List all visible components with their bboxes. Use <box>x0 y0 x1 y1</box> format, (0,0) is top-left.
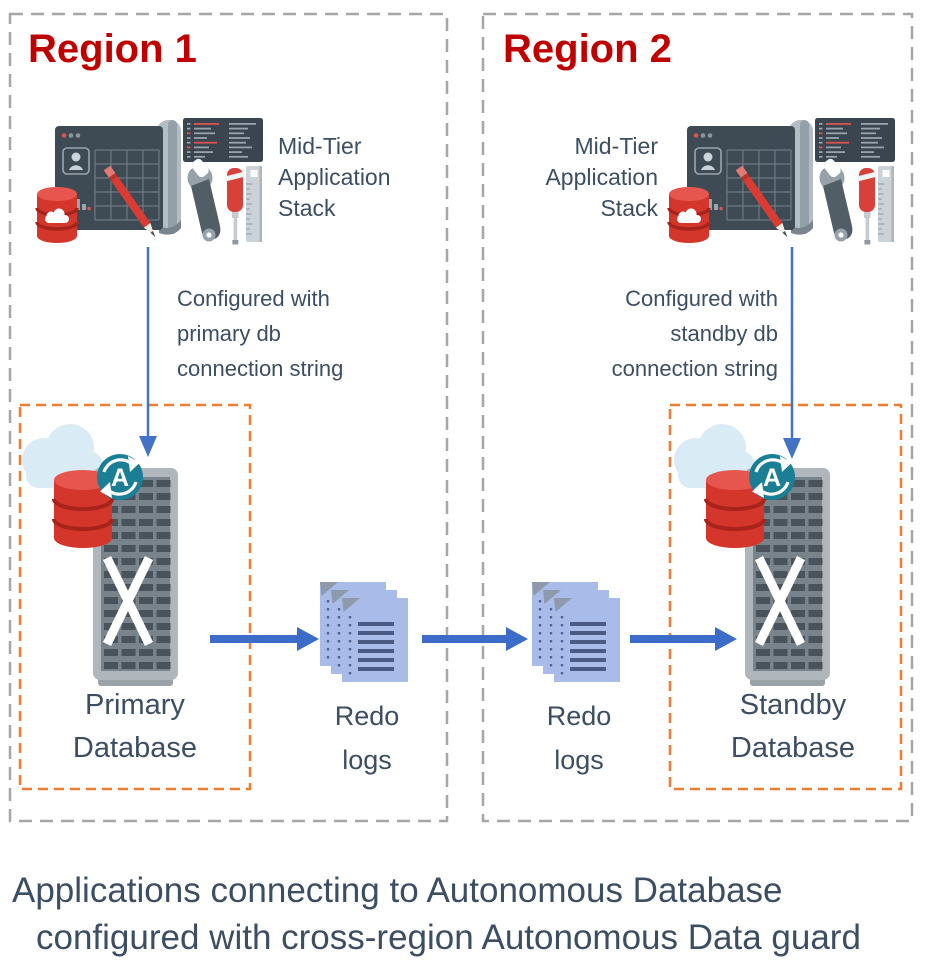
code-window-icon <box>815 118 895 162</box>
caption-line-1: Applications connecting to Autonomous Da… <box>12 871 783 910</box>
midtier-stack-icon-region2 <box>665 114 897 246</box>
region-1-title: Region 1 <box>28 27 197 71</box>
app-database-icon <box>35 187 79 243</box>
redo-logs-label-2: Redo logs <box>546 701 612 775</box>
primary-database-icon: A <box>18 420 228 690</box>
autonomous-badge-icon: A <box>97 454 143 500</box>
config-note-region2: Configured with standby db connection st… <box>611 286 778 381</box>
redo-logs-label-1: Redo logs <box>334 701 400 775</box>
autonomous-letter: A <box>763 464 781 492</box>
ruler-icon <box>246 166 262 242</box>
screwdriver-icon <box>857 168 877 245</box>
redo-logs-icon-2 <box>532 578 628 686</box>
primary-database-label: Primary Database <box>72 689 198 764</box>
wrench-icon <box>187 158 221 242</box>
config-note-region1: Configured with primary db connection st… <box>177 286 344 381</box>
screwdriver-icon <box>225 168 245 245</box>
region-2-title: Region 2 <box>503 27 672 71</box>
midtier-stack-icon-region1 <box>33 114 265 246</box>
midtier-label-region2: Mid-Tier Application Stack <box>545 133 658 221</box>
standby-database-label: Standby Database <box>730 689 856 764</box>
midtier-label-region1: Mid-Tier Application Stack <box>278 133 391 221</box>
autonomous-badge-icon: A <box>749 454 795 500</box>
ruler-icon <box>878 166 894 242</box>
standby-database-icon: A <box>670 420 880 690</box>
app-database-icon <box>667 187 711 243</box>
redo-logs-icon-1 <box>320 578 416 686</box>
autonomous-letter: A <box>111 464 129 492</box>
code-window-icon <box>183 118 263 162</box>
wrench-icon <box>819 158 853 242</box>
caption-line-2: configured with cross-region Autonomous … <box>36 918 861 957</box>
redo-to-redo-arrow <box>422 627 528 651</box>
